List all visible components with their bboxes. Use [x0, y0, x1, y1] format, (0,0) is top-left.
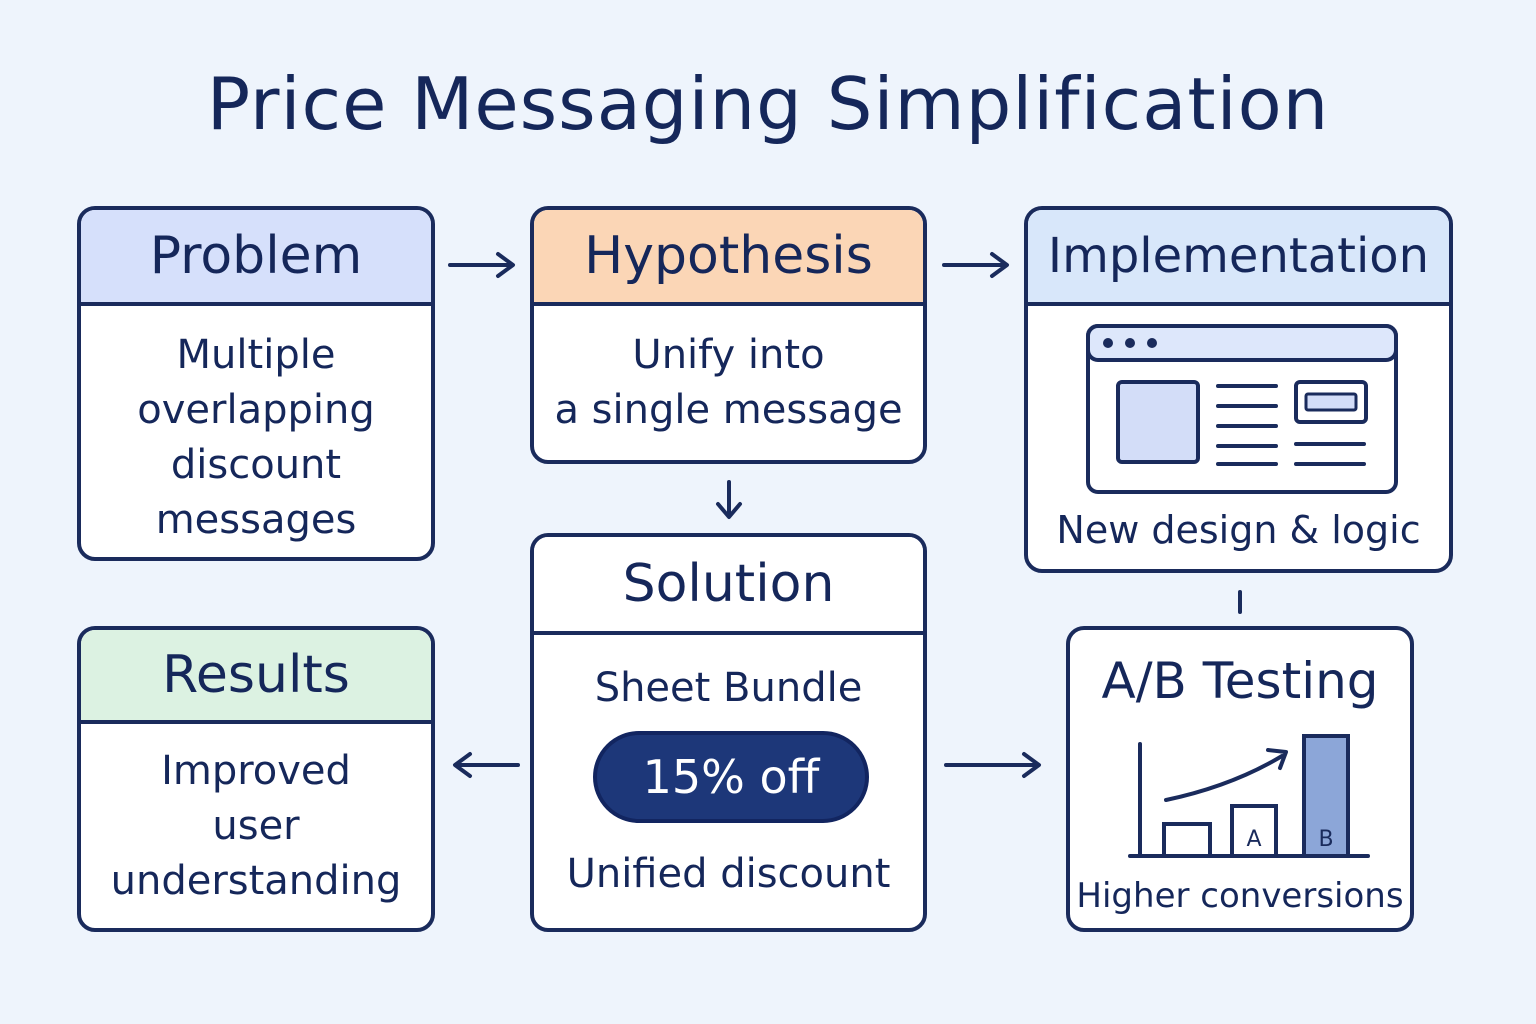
- arrow-right-icon: [942, 252, 1009, 278]
- implementation-heading: Implementation: [1028, 210, 1449, 306]
- solution-heading: Solution: [534, 537, 923, 635]
- ab-testing-card: A/B Testing A B Higher conversions: [1066, 626, 1414, 932]
- problem-line: discount: [170, 442, 342, 488]
- results-card: Results Improved user understanding: [77, 626, 435, 932]
- arrow-down-icon: [716, 480, 742, 519]
- results-line: Improved: [161, 748, 351, 794]
- problem-card: Problem Multiple overlapping discount me…: [77, 206, 435, 561]
- results-line: user: [212, 803, 300, 849]
- hypothesis-description: Unify into a single message: [534, 306, 923, 438]
- hypothesis-line: a single message: [554, 387, 903, 433]
- results-description: Improved user understanding: [81, 724, 431, 909]
- hypothesis-heading: Hypothesis: [534, 210, 923, 306]
- problem-heading: Problem: [81, 210, 431, 306]
- problem-description: Multiple overlapping discount messages: [81, 306, 431, 548]
- hypothesis-card: Hypothesis Unify into a single message: [530, 206, 927, 464]
- ab-testing-caption: Higher conversions: [1076, 876, 1404, 916]
- solution-caption: Unified discount: [566, 851, 891, 897]
- page-title: Price Messaging Simplification: [206, 62, 1330, 146]
- discount-badge: 15% off: [593, 731, 869, 823]
- implementation-card: Implementation New design & logic: [1024, 206, 1453, 573]
- solution-card: Solution Sheet Bundle 15% off Unified di…: [530, 533, 927, 932]
- problem-line: overlapping: [137, 387, 375, 433]
- solution-product: Sheet Bundle: [594, 665, 863, 711]
- implementation-caption: New design & logic: [1056, 508, 1421, 552]
- ab-testing-heading: A/B Testing: [1101, 652, 1379, 710]
- results-line: understanding: [110, 858, 402, 904]
- arrow-right-icon: [944, 752, 1041, 778]
- browser-window-icon: [1086, 324, 1398, 494]
- variant-b-label: B: [1318, 827, 1333, 852]
- problem-line: Multiple: [176, 332, 336, 378]
- hypothesis-line: Unify into: [632, 332, 825, 378]
- results-heading: Results: [81, 630, 431, 724]
- arrow-right-icon: [448, 252, 515, 278]
- variant-a-label: A: [1246, 827, 1261, 852]
- bar-chart-trend-icon: A B: [1128, 734, 1370, 858]
- arrow-left-icon: [453, 752, 520, 778]
- connector-line: [1238, 590, 1242, 614]
- problem-line: messages: [155, 497, 357, 543]
